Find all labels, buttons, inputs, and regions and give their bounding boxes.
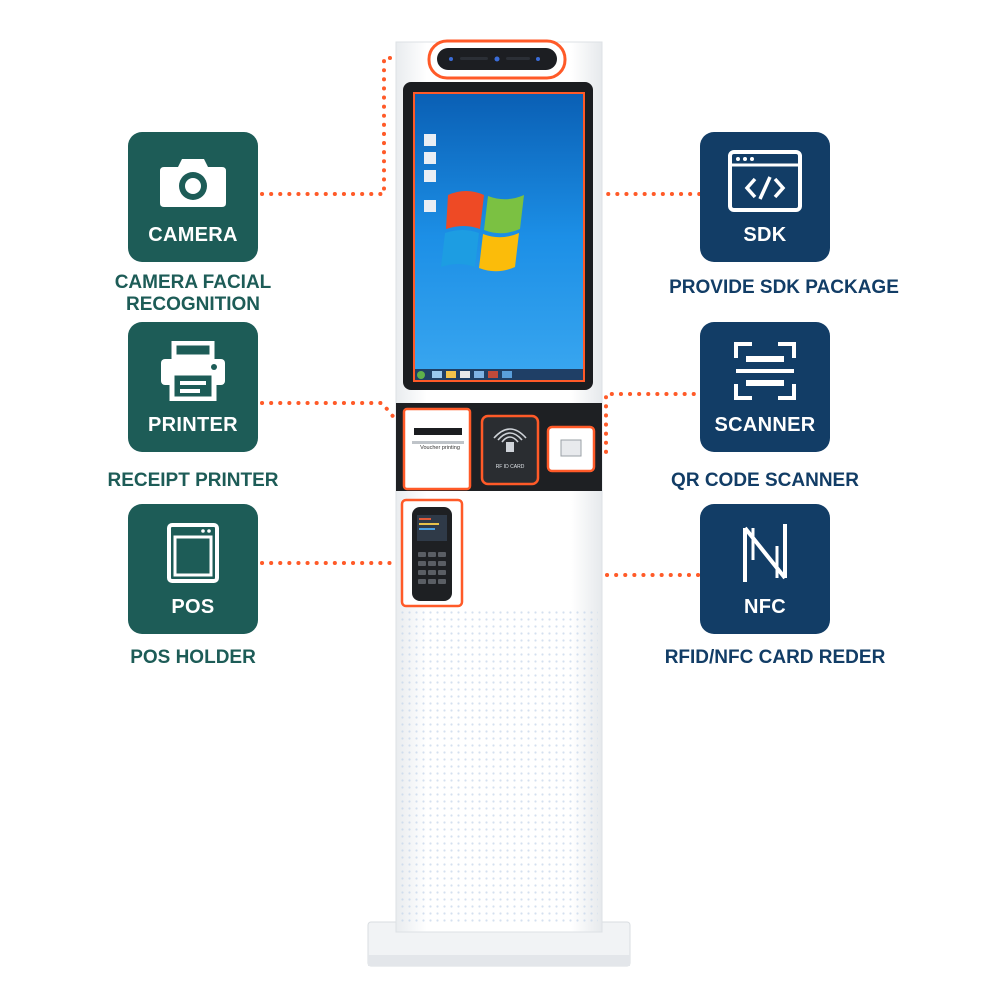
printer-tile: PRINTER	[128, 322, 258, 452]
scanner-caption: QR CODE SCANNER	[671, 470, 859, 491]
rfid-card-reader	[480, 414, 540, 486]
camera-icon	[153, 148, 233, 214]
printer-connector	[260, 401, 398, 422]
scanner-tile-label: SCANNER	[714, 414, 816, 436]
card-reader-text: RF ID CARD	[495, 464, 525, 470]
nfc-tile: NFC	[700, 504, 830, 634]
nfc-caption: RFID/NFC CARD REDER	[664, 647, 886, 668]
scan-frame-icon	[725, 338, 805, 404]
sdk-tile: SDK	[700, 132, 830, 262]
printer-icon	[153, 338, 233, 404]
printer-tile-label: PRINTER	[148, 414, 238, 436]
pos-tile-label: POS	[171, 596, 215, 618]
scanner-connector	[596, 392, 702, 455]
qr-scanner-window	[546, 425, 596, 473]
windows-logo-icon	[441, 191, 524, 272]
touch-screen	[403, 82, 593, 390]
pos-terminal	[400, 498, 464, 608]
sdk-caption: PROVIDE SDK PACKAGE	[669, 277, 899, 298]
camera-tile: CAMERA	[128, 132, 258, 262]
sdk-tile-label: SDK	[743, 224, 787, 246]
code-window-icon	[725, 148, 805, 214]
printer-caption: RECEIPT PRINTER	[107, 470, 279, 491]
printer-slot-text: Voucher printing	[420, 445, 460, 451]
camera-caption-line1: CAMERA FACIAL	[114, 272, 272, 293]
camera-caption-line2: RECOGNITION	[125, 294, 261, 315]
pos-tile: POS	[128, 504, 258, 634]
camera-caption: CAMERA FACIAL RECOGNITION	[98, 272, 288, 316]
kiosk-dot-texture	[400, 610, 598, 925]
pos-icon	[153, 520, 233, 586]
receipt-printer-slot	[402, 407, 472, 491]
camera-module	[427, 39, 567, 80]
camera-tile-label: CAMERA	[148, 224, 238, 246]
scanner-tile: SCANNER	[700, 322, 830, 452]
nfc-tile-label: NFC	[743, 596, 786, 618]
pos-caption: POS HOLDER	[130, 647, 256, 668]
nfc-icon	[725, 520, 805, 586]
